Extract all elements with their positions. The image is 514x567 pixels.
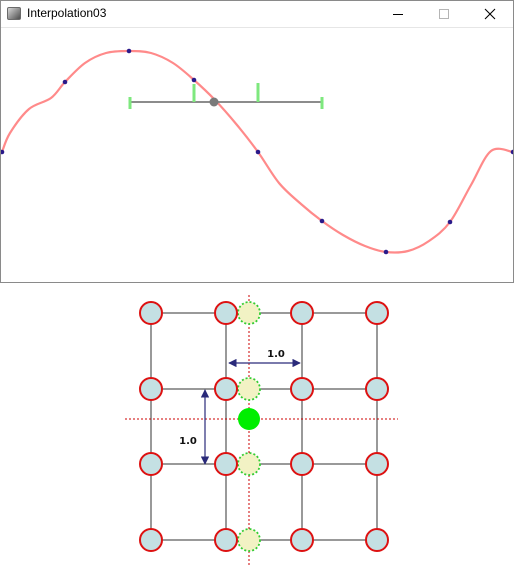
interpolated-nodes xyxy=(237,301,261,552)
grid-node xyxy=(365,377,389,401)
interpolation-window: Interpolation03 xyxy=(0,0,514,283)
control-point[interactable] xyxy=(383,249,389,255)
grid-node xyxy=(214,377,238,401)
control-point[interactable] xyxy=(1,149,5,155)
grid-node xyxy=(214,452,238,476)
control-point[interactable] xyxy=(191,77,197,83)
grid-node xyxy=(139,377,163,401)
close-icon xyxy=(484,8,496,20)
grid-node xyxy=(290,528,314,552)
maximize-icon xyxy=(439,9,449,19)
grid-node xyxy=(365,452,389,476)
grid-node xyxy=(365,528,389,552)
window-title: Interpolation03 xyxy=(27,6,107,20)
grid-node xyxy=(214,528,238,552)
interpolated-node xyxy=(237,301,261,325)
grid-nodes xyxy=(139,301,389,552)
interpolated-node xyxy=(237,452,261,476)
curve-canvas[interactable] xyxy=(1,27,513,282)
close-button[interactable] xyxy=(467,1,513,27)
horizontal-spacing-label: 1.0 xyxy=(267,349,285,360)
grid-node xyxy=(139,528,163,552)
title-bar[interactable]: Interpolation03 xyxy=(1,1,513,28)
grid-node xyxy=(214,301,238,325)
control-point[interactable] xyxy=(126,48,132,54)
maximize-button[interactable] xyxy=(421,1,467,27)
interpolated-node xyxy=(237,377,261,401)
grid-node xyxy=(365,301,389,325)
grid-node xyxy=(290,377,314,401)
grid-lines xyxy=(150,312,378,541)
control-point[interactable] xyxy=(319,218,325,224)
slider-knob[interactable] xyxy=(209,97,219,107)
app-icon xyxy=(7,7,21,20)
target-point xyxy=(238,408,260,430)
minimize-icon xyxy=(393,14,403,15)
grid-node xyxy=(139,301,163,325)
grid-node xyxy=(290,452,314,476)
grid-node xyxy=(139,452,163,476)
control-point[interactable] xyxy=(510,149,513,155)
grid-interpolation-diagram: 1.0 1.0 xyxy=(125,295,398,567)
parameter-slider[interactable] xyxy=(128,83,324,109)
control-point[interactable] xyxy=(447,219,453,225)
interpolated-node xyxy=(237,528,261,552)
control-point[interactable] xyxy=(255,149,261,155)
grid-node xyxy=(290,301,314,325)
minimize-button[interactable] xyxy=(375,1,421,27)
vertical-spacing-label: 1.0 xyxy=(179,436,197,447)
control-point[interactable] xyxy=(62,79,68,85)
